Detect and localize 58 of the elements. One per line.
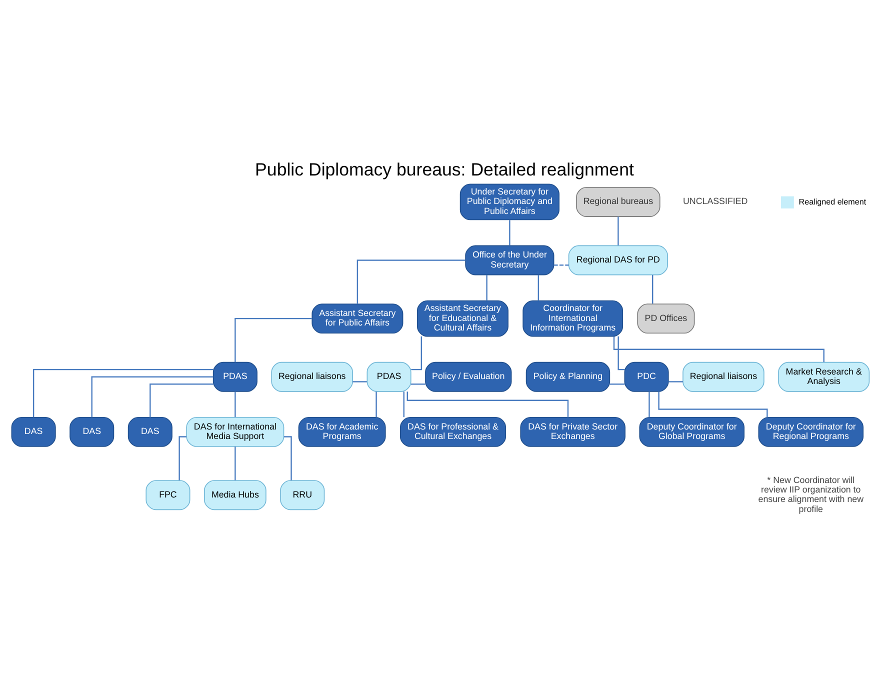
connector: [403, 391, 404, 417]
node-box: DAS: [11, 416, 56, 446]
connector: [410, 383, 426, 384]
node-box: DAS for Academic Programs: [298, 416, 386, 446]
node-box: DAS: [70, 416, 114, 446]
node-box: RRU: [280, 480, 325, 510]
connector: [376, 391, 377, 417]
node-box: Assistant Secretary for Educational & Cultural Affairs: [416, 300, 508, 336]
connector: [178, 436, 186, 480]
connector: [356, 259, 466, 304]
node-box: Policy / Evaluation: [425, 361, 512, 392]
node-box: DAS for Private Sector Exchanges: [520, 416, 626, 446]
node-box: Market Research & Analysis: [778, 361, 870, 392]
connector: [610, 383, 625, 384]
node-box: Regional liaisons: [271, 361, 353, 392]
connector: [668, 380, 683, 382]
node-box: Office of the Under Secretary: [465, 244, 554, 275]
node-box: PDAS: [366, 361, 412, 392]
connector: [618, 216, 619, 245]
label: UNCLASSIFIED: [682, 196, 748, 206]
node-box: PDAS: [212, 361, 258, 392]
legend-label: Realigned element: [798, 196, 866, 206]
node-box: Policy & Planning: [526, 361, 610, 392]
connector: [554, 264, 569, 266]
connector: [352, 380, 367, 382]
node-box: PD Offices: [637, 303, 695, 334]
node-box: Deputy Coordinator for Global Programs: [639, 416, 744, 446]
connector: [411, 336, 422, 370]
node-box: Under Secretary for Public Diplomacy and Public Affairs: [460, 183, 560, 220]
label: * New Coordinator will review IIP organization to ensure alignment with new profile: [758, 474, 864, 514]
node-box: Assistant Secretary for Public Affairs: [312, 303, 404, 334]
node-box: DAS for International Media Support: [186, 416, 284, 446]
connector: [150, 383, 214, 417]
connector: [406, 391, 569, 417]
connector: [32, 368, 214, 417]
connector: [234, 317, 312, 362]
node-box: Media Hubs: [204, 480, 266, 510]
node-box: DAS: [128, 416, 172, 446]
connector: [91, 376, 214, 417]
connector: [618, 336, 625, 370]
connector: [648, 391, 650, 417]
node-box: FPC: [146, 480, 190, 510]
node-box: Deputy Coordinator for Regional Programs: [758, 416, 864, 446]
connector: [486, 274, 488, 300]
node-box: Regional DAS for PD: [568, 244, 668, 275]
connector: [234, 391, 236, 417]
connector: [284, 436, 292, 480]
connector: [658, 391, 768, 417]
node-box: Regional bureaus: [576, 186, 660, 216]
connector: [509, 220, 510, 245]
node-box: Regional liaisons: [682, 361, 764, 392]
node-box: PDC: [624, 361, 669, 392]
node-box: DAS for Professional & Cultural Exchanges: [400, 416, 506, 446]
diagram-title: Public Diplomacy bureaus: Detailed realignment: [255, 159, 634, 180]
node-box: Coordinator for International Information Programs: [522, 300, 624, 336]
connector: [652, 274, 654, 304]
connector: [234, 446, 236, 480]
connector: [538, 274, 540, 300]
